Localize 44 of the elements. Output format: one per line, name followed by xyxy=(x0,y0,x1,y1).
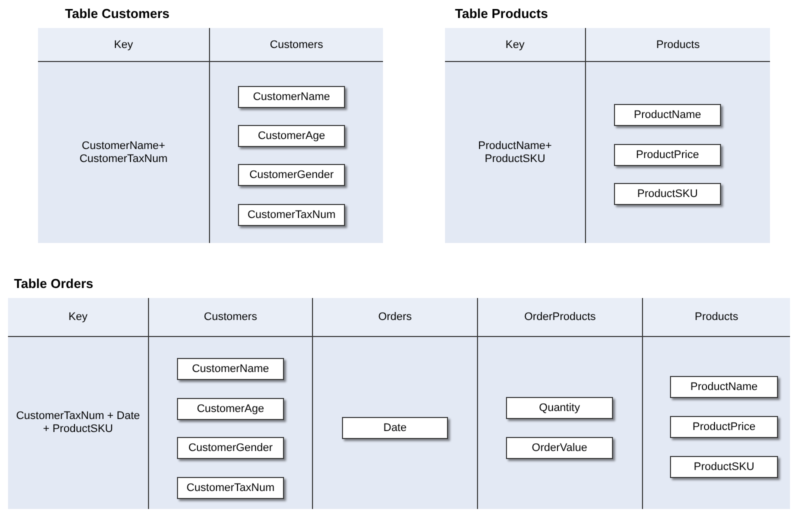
table xyxy=(445,6,770,243)
field-box: OrderValue xyxy=(506,437,613,459)
key-text: ProductName+ ProductSKU xyxy=(477,140,553,166)
table xyxy=(8,276,790,509)
column-header: Key xyxy=(38,28,209,62)
column-header: Key xyxy=(8,298,148,337)
table-title: Table Products xyxy=(455,6,548,21)
table-column xyxy=(210,28,383,243)
table-column xyxy=(8,298,149,509)
column-header: Customers xyxy=(210,28,383,62)
field-box: ProductSKU xyxy=(614,183,721,205)
field-box: CustomerAge xyxy=(177,398,284,420)
table xyxy=(38,6,383,243)
field-box: CustomerGender xyxy=(177,437,284,459)
table-column xyxy=(38,28,210,243)
table-title: Table Customers xyxy=(65,6,170,21)
table-column xyxy=(445,28,586,243)
field-box: ProductName xyxy=(614,104,721,126)
table-column xyxy=(149,298,313,509)
column-header: Orders xyxy=(313,298,477,337)
field-box: Quantity xyxy=(506,397,613,419)
field-box: CustomerTaxNum xyxy=(177,477,284,499)
field-box: CustomerName xyxy=(177,358,284,380)
field-box: ProductName xyxy=(670,376,778,398)
key-text: CustomerName+ CustomerTaxNum xyxy=(78,140,169,166)
field-box: ProductPrice xyxy=(670,416,778,438)
key-text: CustomerTaxNum + Date + ProductSKU xyxy=(15,410,141,436)
field-box: CustomerName xyxy=(238,86,345,108)
column-header: Key xyxy=(445,28,585,62)
field-box: CustomerTaxNum xyxy=(238,204,345,226)
table-column xyxy=(313,298,478,509)
table-column xyxy=(586,28,770,243)
field-box: Date xyxy=(342,417,448,439)
column-header: OrderProducts xyxy=(478,298,642,337)
column-header: Products xyxy=(586,28,770,62)
table-column xyxy=(478,298,643,509)
field-box: CustomerAge xyxy=(238,125,345,147)
field-box: CustomerGender xyxy=(238,164,345,186)
table-title: Table Orders xyxy=(14,276,94,291)
field-box: ProductPrice xyxy=(614,144,721,166)
table-column xyxy=(643,298,790,509)
column-header: Customers xyxy=(149,298,312,337)
column-header: Products xyxy=(643,298,790,337)
field-box: ProductSKU xyxy=(670,456,778,478)
